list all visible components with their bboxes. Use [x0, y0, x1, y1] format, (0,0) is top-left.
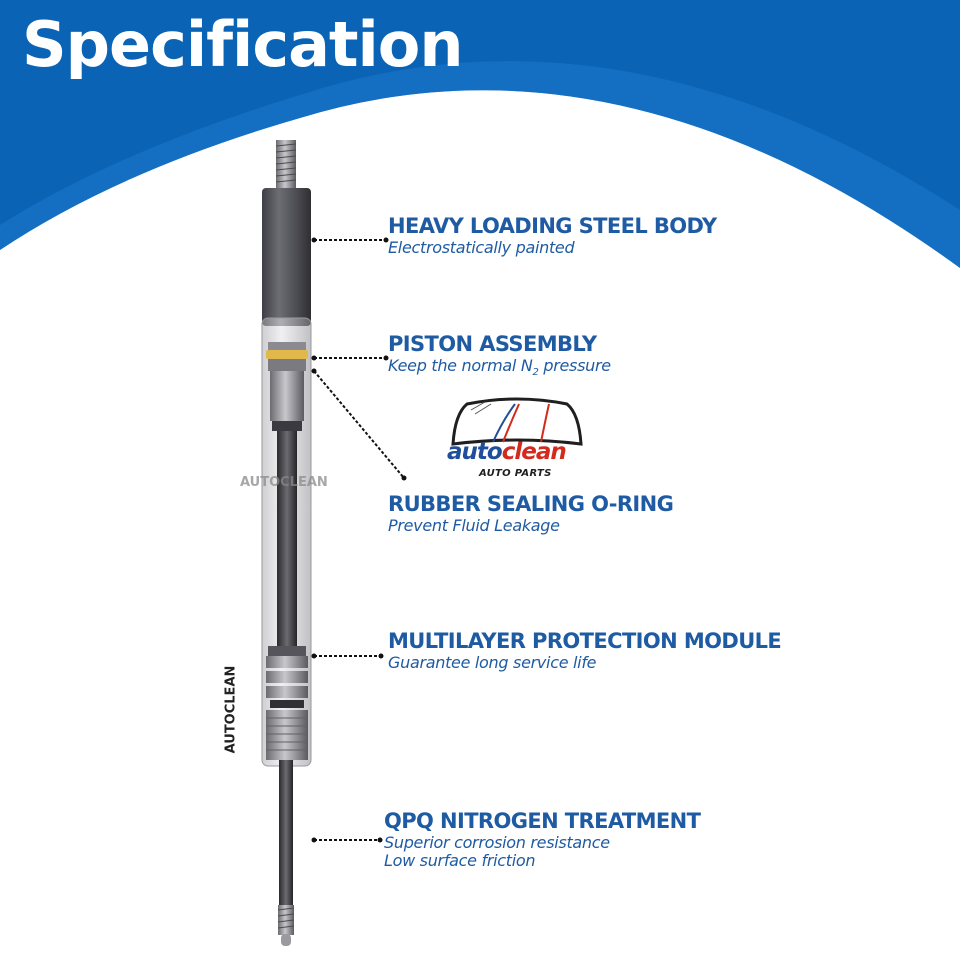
windshield-logo-icon: [451, 397, 583, 446]
feature-heading: QPQ NITROGEN TREATMENT: [384, 809, 701, 833]
feature-steel-body: HEAVY LOADING STEEL BODY Electrostatical…: [388, 213, 717, 257]
feature-multilayer-module: MULTILAYER PROTECTION MODULE Guarantee l…: [388, 628, 782, 672]
watermark: AUTOCLEAN: [240, 475, 328, 490]
feature-heading: PISTON ASSEMBLY: [388, 332, 597, 356]
feature-heading: RUBBER SEALING O-RING: [388, 492, 674, 516]
callout-lines: [311, 237, 407, 843]
brand-logo: autoclean: [447, 439, 567, 465]
feature-description: Guarantee long service life: [388, 653, 597, 672]
brand-subtitle: AUTO PARTS: [479, 468, 552, 479]
feature-o-ring: RUBBER SEALING O-RING Prevent Fluid Leak…: [388, 491, 674, 535]
feature-description-line: Low surface friction: [384, 851, 536, 870]
feature-piston-assembly: PISTON ASSEMBLY Keep the normal N2 press…: [388, 331, 611, 382]
page-title: Specification: [22, 8, 464, 81]
watermark-vertical: AUTOCLEAN: [223, 665, 239, 754]
feature-description: Keep the normal N2 pressure: [388, 356, 611, 379]
feature-description-line: Superior corrosion resistance: [384, 833, 610, 852]
feature-description: Electrostatically painted: [388, 238, 575, 257]
feature-heading: HEAVY LOADING STEEL BODY: [388, 214, 717, 238]
feature-description: Prevent Fluid Leakage: [388, 516, 560, 535]
feature-qpq-treatment: QPQ NITROGEN TREATMENT Superior corrosio…: [384, 808, 701, 870]
shock-absorber-illustration: [261, 140, 312, 946]
feature-heading: MULTILAYER PROTECTION MODULE: [388, 629, 782, 653]
